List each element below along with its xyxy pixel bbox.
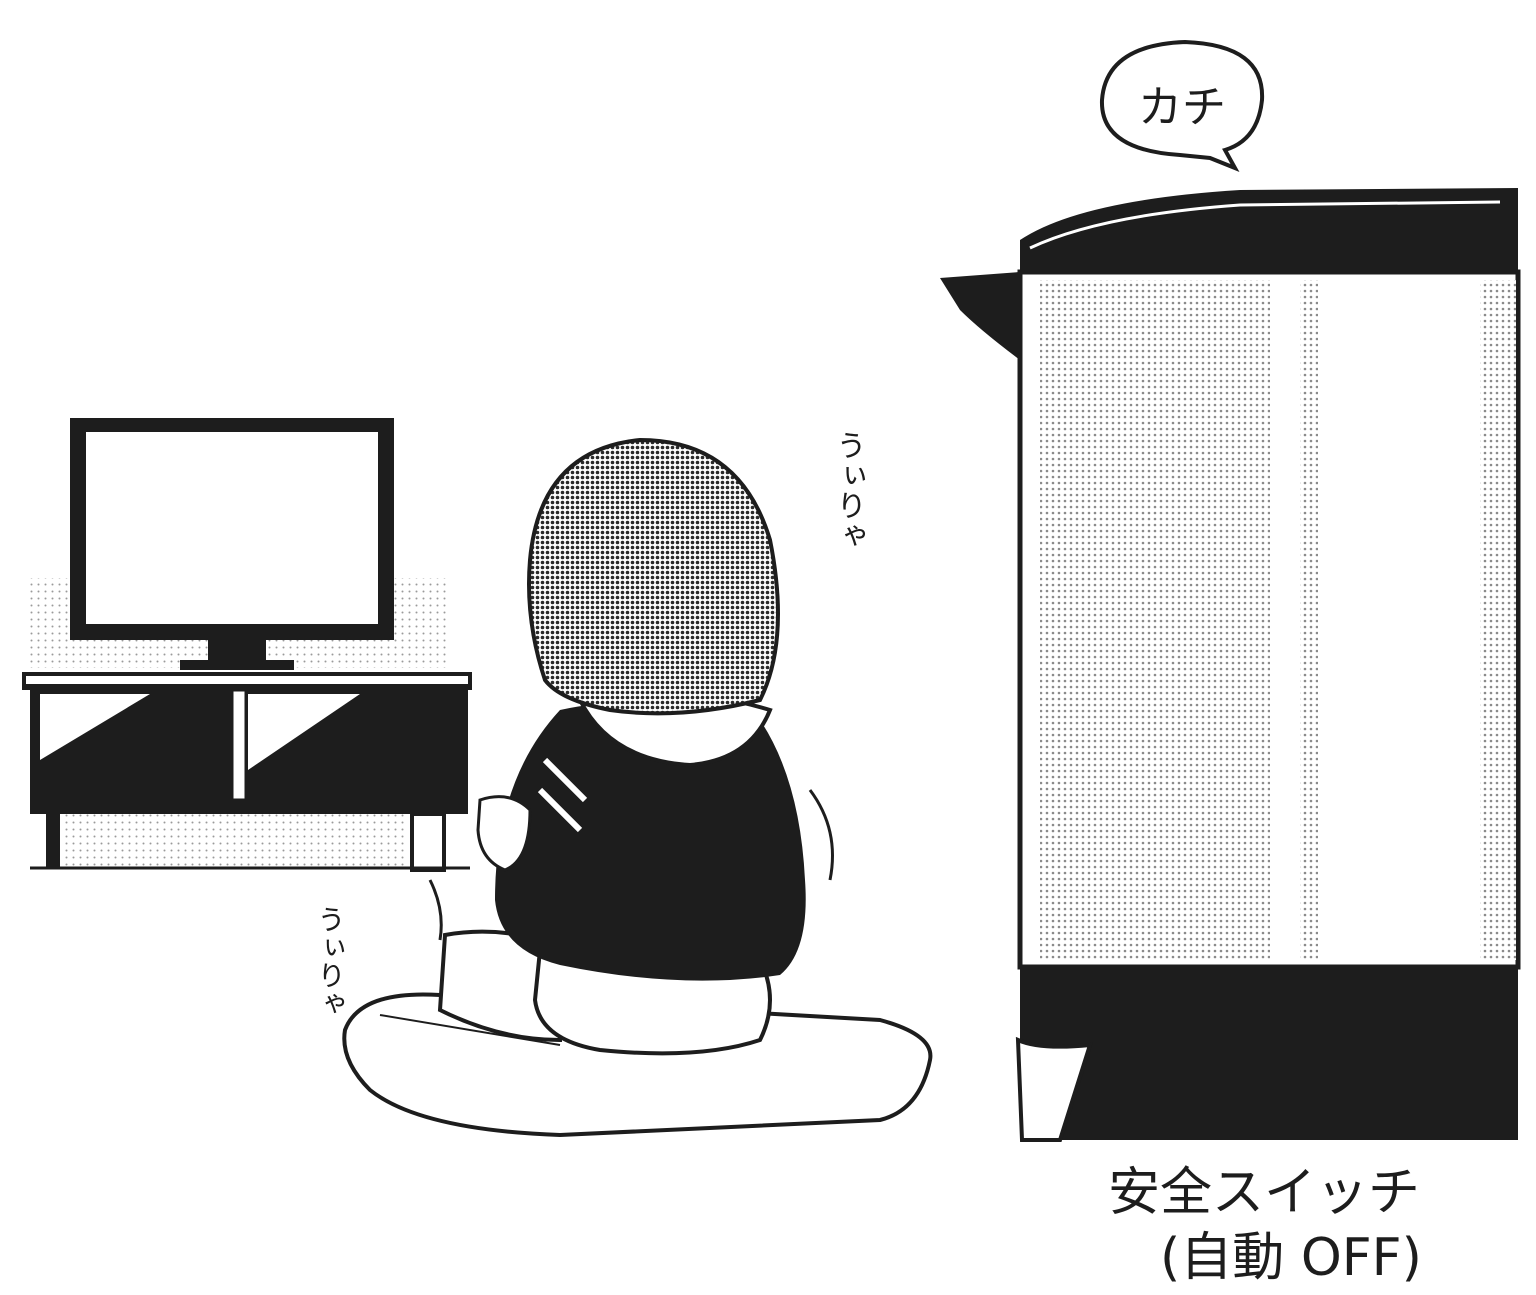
- pot-spout: [940, 272, 1020, 360]
- stand-leg-left: [46, 814, 60, 868]
- caption-safety-switch: 安全スイッチ: [1108, 1163, 1420, 1223]
- stand-leg-right: [410, 812, 446, 872]
- girl-knee: [437, 929, 562, 1043]
- sfx-uirya-upper: うぃりゃ: [831, 430, 866, 550]
- girl-hands: [476, 795, 532, 872]
- sfx-kachi: カチ: [1138, 82, 1226, 133]
- pot-lid: [1020, 188, 1518, 272]
- speech-bubble: カチ: [1099, 39, 1265, 172]
- tv-screen: [86, 432, 378, 624]
- sfx-uirya-lower: うぃりゃ: [314, 905, 347, 1017]
- pot-base: [1020, 967, 1518, 1140]
- stand-divider: [230, 688, 248, 802]
- girl-hair: [527, 437, 780, 716]
- girl-jacket: [495, 702, 806, 981]
- tv-stand: [22, 672, 472, 872]
- tv-set: [30, 418, 450, 670]
- caption-auto-off: (自動 OFF): [1160, 1228, 1422, 1288]
- tv-base: [180, 660, 294, 670]
- electric-pot: [940, 188, 1521, 1142]
- girl-figure: [428, 437, 834, 1056]
